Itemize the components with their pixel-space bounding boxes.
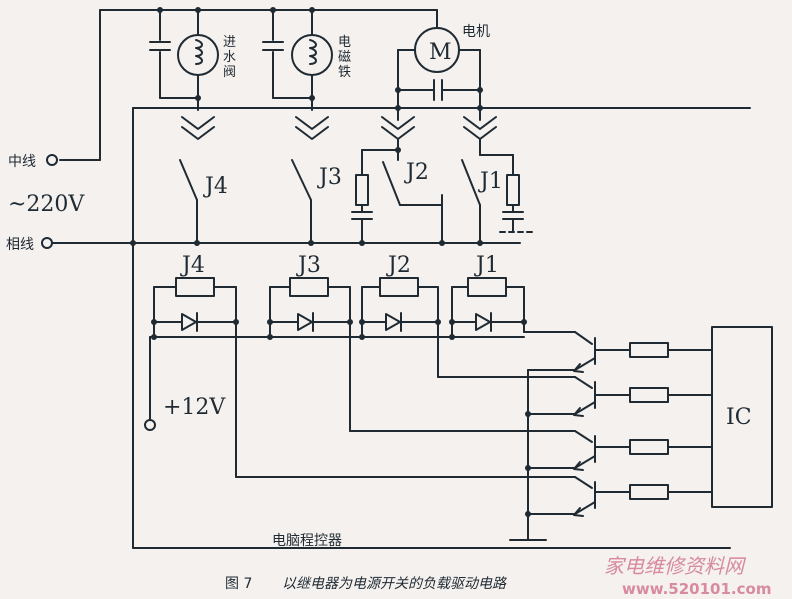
controller-label: 电脑程控器 xyxy=(272,533,342,549)
motor-symbol: M xyxy=(429,40,452,65)
relay-coil-label-j3: J3 xyxy=(296,253,321,278)
electromagnet-load xyxy=(262,9,333,244)
dc-voltage-label: +12V xyxy=(163,395,226,420)
controller-boundary xyxy=(132,107,751,549)
live-label: 相线 xyxy=(6,237,34,253)
watermark-url: www.520101.com xyxy=(622,580,771,598)
relay-coil-j3 xyxy=(269,277,351,332)
neutral-wiring xyxy=(59,9,438,161)
ic-block xyxy=(711,326,773,508)
relay-coil-label-j4: J4 xyxy=(180,253,205,278)
relay-coil-j4 xyxy=(153,277,237,332)
figure-number: 图 7 xyxy=(225,576,252,592)
ac-voltage-label: ~220V xyxy=(8,192,85,217)
water-valve-label-char: 进 xyxy=(223,35,236,50)
relay-coil-j1 xyxy=(451,277,525,332)
ic-label: IC xyxy=(726,405,752,430)
watermark-title: 家电维修资料网 xyxy=(604,554,747,578)
relay-contact-label-j1: J1 xyxy=(478,169,503,194)
live-bus xyxy=(51,231,536,244)
water-valve-load xyxy=(149,9,219,244)
water-valve-label-char: 水 xyxy=(223,50,236,65)
transistor-q2 xyxy=(527,381,631,417)
live-terminal xyxy=(41,237,53,249)
relay-contact-label-j3: J3 xyxy=(317,165,342,190)
electromagnet-label-char: 电 xyxy=(338,35,351,50)
relay-contact-label-j2: J2 xyxy=(404,160,429,185)
transistor-q1 xyxy=(527,337,631,373)
water-valve-label-char: 阀 xyxy=(223,65,236,80)
electromagnet-label-char: 磁 xyxy=(338,50,351,65)
driver-wiring xyxy=(235,321,593,489)
base-resistors xyxy=(629,342,713,500)
electromagnet-label-char: 铁 xyxy=(338,65,351,80)
supply-terminal xyxy=(144,419,156,431)
neutral-terminal xyxy=(46,154,58,166)
junction-dots xyxy=(130,7,531,517)
relay-coil-j2 xyxy=(361,277,439,332)
neutral-label: 中线 xyxy=(8,154,36,170)
relay-coil-label-j1: J1 xyxy=(474,253,499,278)
relay-contact-label-j4: J4 xyxy=(203,174,228,199)
figure-caption: 以继电器为电源开关的负载驱动电路 xyxy=(282,576,507,592)
transistor-q4 xyxy=(527,481,631,517)
transistor-q3 xyxy=(527,435,631,471)
relay-contact-j2 xyxy=(351,116,443,244)
relay-contact-j1 xyxy=(461,116,524,244)
relay-coil-label-j2: J2 xyxy=(386,253,411,278)
motor-label: 电机 xyxy=(462,24,490,40)
